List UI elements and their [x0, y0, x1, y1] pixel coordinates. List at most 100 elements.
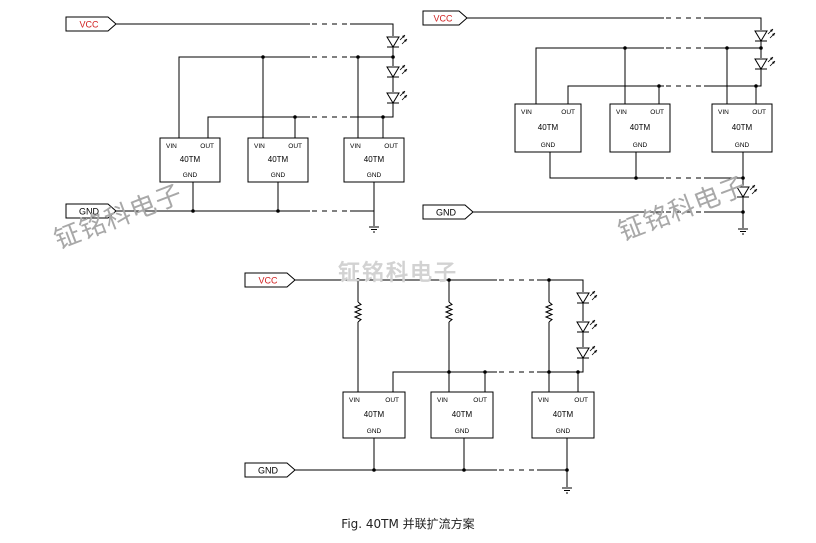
wire — [537, 279, 584, 292]
chip-gnd-label: GND — [735, 142, 750, 149]
vcc-port-label: VCC — [258, 276, 278, 286]
chip-vin-label: VIN — [350, 143, 361, 150]
chip-gnd-label: GND — [541, 142, 556, 149]
chip-gnd-label: GND — [367, 172, 382, 179]
gnd-port: GND — [422, 204, 474, 220]
led-icon — [754, 28, 776, 42]
junction-dot — [741, 210, 745, 214]
chip-name: 40TM — [364, 410, 385, 419]
ground-icon — [368, 226, 380, 233]
vcc-port: VCC — [244, 272, 296, 288]
junction-dot — [565, 468, 569, 472]
wire — [755, 69, 762, 104]
gnd-port-label: GND — [258, 466, 279, 476]
wire — [567, 85, 664, 104]
junction-dot — [381, 115, 385, 119]
junction-dot — [547, 278, 551, 282]
junction-dot — [657, 84, 661, 88]
led-icon — [576, 290, 598, 304]
chip-vin-label: VIN — [166, 143, 177, 150]
vcc-port: VCC — [422, 10, 468, 26]
chip-body — [531, 391, 595, 439]
ground-icon — [737, 228, 749, 235]
port-shape — [422, 10, 468, 26]
figure-caption: Fig. 40TM 并联扩流方案 — [341, 517, 475, 531]
port-shape — [244, 462, 296, 478]
chip-out-label: OUT — [752, 109, 766, 116]
junction-dot — [447, 278, 451, 282]
chip-body — [711, 103, 773, 153]
wire — [350, 210, 375, 226]
chip-out-label: OUT — [200, 143, 214, 150]
chip-out-label: OUT — [288, 143, 302, 150]
junction-dot — [547, 370, 551, 374]
led-icon — [576, 319, 598, 333]
chip-vin-label: VIN — [521, 109, 532, 116]
wire — [535, 47, 664, 104]
ground-icon — [561, 487, 573, 494]
chip-gnd-label: GND — [633, 142, 648, 149]
chip-name: 40TM — [630, 123, 651, 132]
chip-name: 40TM — [364, 155, 385, 164]
junction-dot — [462, 468, 466, 472]
junction-dots — [191, 46, 763, 472]
chip-vin-label: VIN — [718, 109, 729, 116]
chip-gnd-label: GND — [271, 172, 286, 179]
wires — [116, 17, 762, 487]
led-icon — [576, 345, 598, 359]
chip-gnd-label: GND — [183, 172, 198, 179]
chip-body — [343, 137, 405, 183]
led-icon — [386, 90, 408, 104]
chip-vin-label: VIN — [254, 143, 265, 150]
chip-name: 40TM — [268, 155, 289, 164]
chip-vin-label: VIN — [616, 109, 627, 116]
led-icon — [754, 56, 776, 70]
gnd-port: GND — [244, 462, 296, 478]
resistor-icon — [544, 301, 554, 323]
gnd-port: GND — [65, 203, 117, 219]
chip-40tm: VIN OUT 40TM GND — [609, 103, 671, 153]
chip-body — [159, 137, 221, 183]
chip-body — [430, 391, 494, 439]
resistor-symbols — [353, 301, 554, 323]
wire — [382, 103, 394, 138]
wire — [577, 358, 584, 392]
led-icon — [386, 64, 408, 78]
wire — [704, 17, 762, 30]
junction-dot — [276, 209, 280, 213]
chip-out-label: OUT — [650, 109, 664, 116]
wire — [178, 56, 310, 138]
junction-dot — [293, 115, 297, 119]
resistor-icon — [444, 301, 454, 323]
junction-dot — [191, 209, 195, 213]
chip-gnd-label: GND — [455, 428, 470, 435]
port-shape — [244, 272, 296, 288]
junction-dot — [634, 176, 638, 180]
junction-dot — [725, 46, 729, 50]
wire — [549, 152, 664, 179]
chip-body — [609, 103, 671, 153]
chip-body — [514, 103, 582, 153]
chip-vin-label: VIN — [538, 397, 549, 404]
chip-gnd-label: GND — [367, 428, 382, 435]
vcc-port: VCC — [65, 16, 117, 32]
port-shape — [65, 16, 117, 32]
junction-dot — [623, 46, 627, 50]
chip-name: 40TM — [553, 410, 574, 419]
chip-40tm: VIN OUT 40TM GND — [247, 137, 309, 183]
chip-vin-label: VIN — [437, 397, 448, 404]
dashed-continuations — [312, 17, 702, 471]
chip-body — [342, 391, 406, 439]
chip-gnd-label: GND — [556, 428, 571, 435]
chip-out-label: OUT — [574, 397, 588, 404]
junction-dot — [576, 370, 580, 374]
wire — [207, 116, 310, 138]
chip-out-label: OUT — [473, 397, 487, 404]
junction-dot — [759, 46, 763, 50]
chip-body — [247, 137, 309, 183]
